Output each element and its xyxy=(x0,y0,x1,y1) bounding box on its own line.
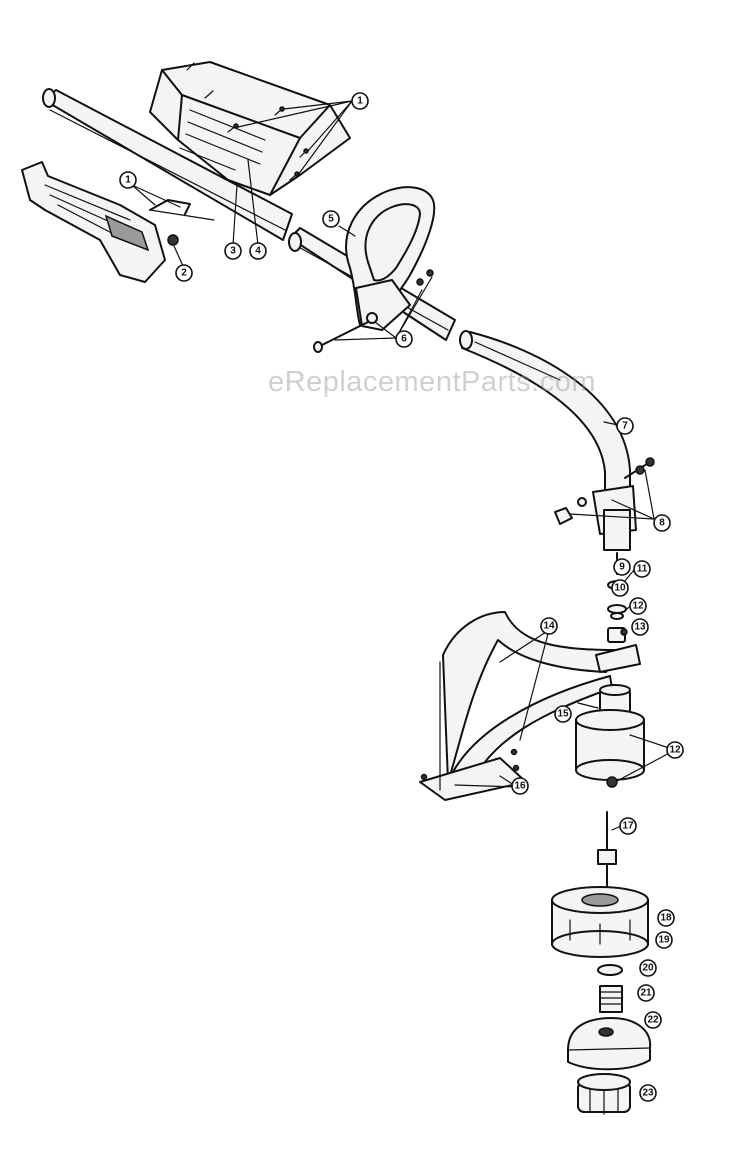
callout-3: 3 xyxy=(224,242,242,260)
callout-17: 17 xyxy=(619,817,637,835)
svg-text:19: 19 xyxy=(658,935,670,946)
callout-8: 8 xyxy=(653,514,671,532)
svg-text:14: 14 xyxy=(543,621,555,632)
callout-14: 14 xyxy=(540,617,558,635)
callout-9: 9 xyxy=(613,558,631,576)
loop-handle xyxy=(313,186,436,353)
spool-cover xyxy=(567,1017,652,1071)
svg-text:7: 7 xyxy=(622,421,628,432)
svg-text:12: 12 xyxy=(632,601,644,612)
svg-text:5: 5 xyxy=(328,214,334,225)
leaders-1-top xyxy=(237,100,353,176)
trimmer-spool xyxy=(551,886,649,958)
curved-lower-shaft xyxy=(459,330,631,511)
svg-text:2: 2 xyxy=(181,268,187,279)
callout-20: 20 xyxy=(639,959,657,977)
callout-11: 11 xyxy=(633,560,651,578)
callout-7: 7 xyxy=(616,417,634,435)
svg-text:11: 11 xyxy=(637,564,648,575)
svg-text:20: 20 xyxy=(642,963,654,974)
rear-handle-grip xyxy=(21,161,215,283)
svg-text:23: 23 xyxy=(642,1088,654,1099)
callout-18: 18 xyxy=(657,909,675,927)
svg-text:1: 1 xyxy=(357,96,363,107)
svg-text:12: 12 xyxy=(669,745,681,756)
callout-1-left: 1 xyxy=(119,171,137,189)
svg-text:13: 13 xyxy=(634,622,646,633)
spindle-bolt xyxy=(597,811,617,891)
gear-head-housing xyxy=(575,644,645,788)
callout-1-top: 1 xyxy=(351,92,369,110)
svg-text:15: 15 xyxy=(557,709,569,720)
svg-text:6: 6 xyxy=(401,334,407,345)
callout-16: 16 xyxy=(511,777,529,795)
bump-knob xyxy=(577,1073,631,1115)
svg-text:9: 9 xyxy=(619,562,625,573)
callout-5: 5 xyxy=(322,210,340,228)
svg-text:21: 21 xyxy=(640,988,652,999)
svg-text:3: 3 xyxy=(230,246,236,257)
callout-4: 4 xyxy=(249,242,267,260)
callout-6: 6 xyxy=(395,330,413,348)
svg-text:17: 17 xyxy=(622,821,634,832)
svg-text:8: 8 xyxy=(659,518,665,529)
washer-and-spring xyxy=(597,964,623,1013)
callout-2: 2 xyxy=(175,264,193,282)
svg-text:1: 1 xyxy=(125,175,131,186)
grass-guard xyxy=(419,611,621,801)
svg-text:4: 4 xyxy=(255,246,261,257)
callout-12-upper: 12 xyxy=(629,597,647,615)
shaft-cover-housing xyxy=(149,61,351,196)
callout-15: 15 xyxy=(554,705,572,723)
svg-text:22: 22 xyxy=(647,1015,659,1026)
callout-19: 19 xyxy=(655,931,673,949)
callout-10: 10 xyxy=(611,579,629,597)
shaft-clamp xyxy=(554,457,655,551)
callout-21: 21 xyxy=(637,984,655,1002)
callout-23: 23 xyxy=(639,1084,657,1102)
callout-22: 22 xyxy=(644,1011,662,1029)
callout-12-lower: 12 xyxy=(666,741,684,759)
upper-shaft-tube xyxy=(42,88,293,241)
callout-13: 13 xyxy=(631,618,649,636)
svg-text:16: 16 xyxy=(514,781,526,792)
svg-text:10: 10 xyxy=(614,583,626,594)
watermark-text: eReplacementParts.com xyxy=(268,366,597,398)
svg-text:18: 18 xyxy=(660,913,672,924)
